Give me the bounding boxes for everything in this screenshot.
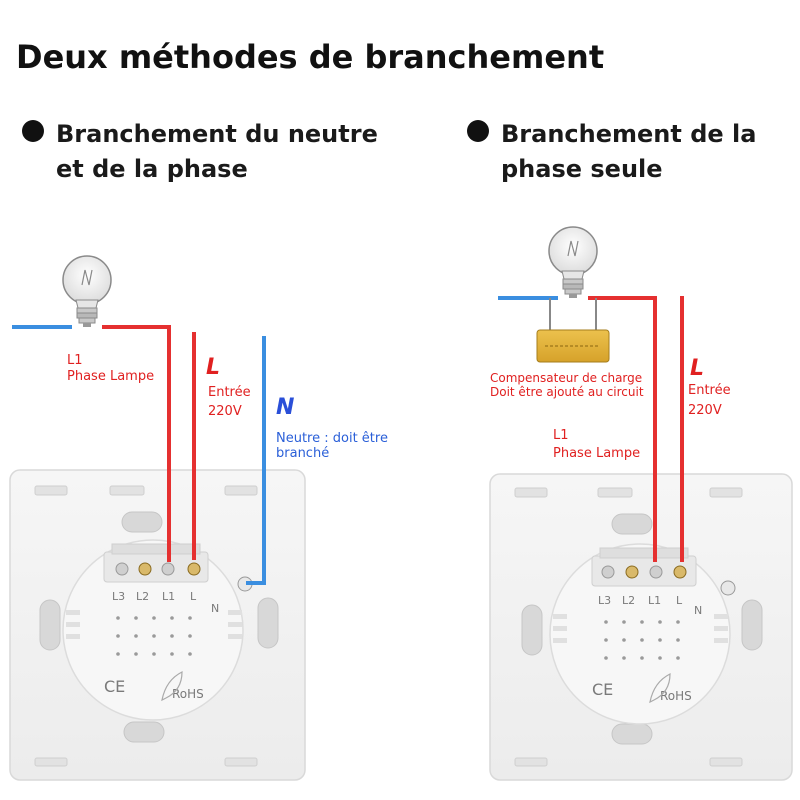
- left-rohs-mark: RoHS: [172, 687, 204, 701]
- left-light-bulb-icon: [62, 255, 112, 327]
- right-terminal-label-l: L: [676, 594, 683, 607]
- left-terminal-screws: [115, 562, 253, 592]
- leaf-icon: [649, 673, 671, 704]
- page-title: Deux méthodes de branchement: [16, 38, 604, 76]
- left-n-desc2: branché: [276, 446, 329, 461]
- left-l1-desc: Phase Lampe: [67, 369, 154, 384]
- right-l1-label: L1: [553, 428, 569, 443]
- right-light-bulb-icon: [548, 226, 598, 298]
- left-l-desc2: 220V: [208, 404, 242, 419]
- left-terminal-label-l1: L1: [162, 590, 175, 603]
- right-l-desc2: 220V: [688, 403, 722, 418]
- right-rohs-mark: RoHS: [660, 689, 692, 703]
- left-l-desc1: Entrée: [208, 385, 251, 400]
- left-terminal-label-l: L: [190, 590, 197, 603]
- left-n-desc1: Neutre : doit être: [276, 431, 388, 446]
- bullet-icon: [467, 120, 489, 142]
- right-capacitor-desc1: Compensateur de charge: [490, 371, 642, 385]
- right-switch-plate: [489, 473, 793, 781]
- right-l1-desc: Phase Lampe: [553, 446, 640, 461]
- right-heading-line2: phase seule: [501, 155, 663, 183]
- left-ce-mark: CE: [104, 677, 125, 696]
- leaf-icon: [161, 671, 183, 702]
- right-terminal-screws: [601, 565, 736, 596]
- left-l-symbol: L: [206, 355, 220, 380]
- right-heading-line1: Branchement de la: [501, 120, 756, 148]
- right-terminal-label-l2: L2: [622, 594, 635, 607]
- load-compensator-capacitor: [536, 329, 610, 363]
- right-l-desc1: Entrée: [688, 383, 731, 398]
- left-l1-label: L1: [67, 353, 83, 368]
- right-terminal-label-n: N: [694, 604, 702, 617]
- left-heading-line1: Branchement du neutre: [56, 120, 378, 148]
- right-ce-mark: CE: [592, 680, 613, 699]
- right-terminal-label-l3: L3: [598, 594, 611, 607]
- left-heading-line2: et de la phase: [56, 155, 248, 183]
- right-terminal-label-l1: L1: [648, 594, 661, 607]
- bullet-icon: [22, 120, 44, 142]
- left-terminal-label-l3: L3: [112, 590, 125, 603]
- right-l-symbol: L: [690, 356, 704, 381]
- left-n-symbol: N: [276, 395, 294, 420]
- left-wires: [12, 325, 266, 585]
- right-wires: [498, 296, 684, 562]
- left-terminal-label-n: N: [211, 602, 219, 615]
- left-terminal-label-l2: L2: [136, 590, 149, 603]
- right-capacitor-desc2: Doit être ajouté au circuit: [490, 385, 644, 399]
- left-switch-plate: [9, 469, 306, 781]
